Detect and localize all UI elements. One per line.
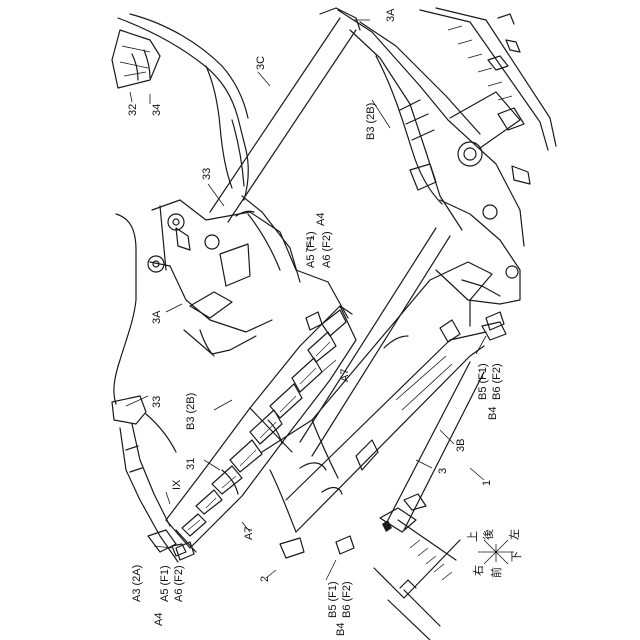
- label-33-mid: 33: [201, 168, 213, 180]
- label-A6F2-left: A6 (F2): [173, 565, 185, 602]
- compass-rear: 後: [481, 529, 495, 540]
- crossbar-3C: [210, 8, 360, 222]
- label-A6F2-mid: A6 (F2): [321, 231, 333, 268]
- label-3B: 3B: [455, 439, 467, 452]
- label-B3-2B-lower: B3 (2B): [185, 393, 197, 430]
- label-3A-top: 3A: [385, 8, 397, 22]
- front-cross-member-3B: [262, 262, 506, 532]
- compass-right: 右: [471, 565, 485, 576]
- label-B6F2-low: B6 (F2): [341, 581, 353, 618]
- label-33-left: 33: [151, 396, 163, 408]
- label-A5F1-left: A5 (F1): [159, 565, 171, 602]
- label-3C: 3C: [255, 56, 267, 70]
- label-34: 34: [151, 104, 163, 116]
- compass-left: 左: [508, 529, 521, 540]
- label-2: 2: [259, 576, 271, 582]
- label-A7-mid: A7: [339, 369, 351, 382]
- direction-compass: [478, 540, 514, 564]
- compass-front: 前: [489, 567, 503, 578]
- label-A5F1-mid: A5 (F1): [305, 231, 317, 268]
- label-B5F1-right: B5 (F1): [477, 363, 489, 400]
- label-B4-right: B4: [487, 407, 499, 420]
- label-A3-2A: A3 (2A): [131, 565, 143, 602]
- label-A7-low: A7: [243, 527, 255, 540]
- label-3A-left: 3A: [151, 310, 163, 324]
- label-B5F1-low: B5 (F1): [327, 581, 339, 618]
- label-31: 31: [185, 458, 197, 470]
- compass-down: 下: [511, 551, 523, 562]
- upper-right-frame: [338, 10, 524, 304]
- left-bracket-cable: [112, 214, 186, 562]
- label-IX: IX: [171, 479, 183, 490]
- label-3: 3: [437, 468, 449, 474]
- label-A4-mid: A4: [315, 213, 327, 226]
- reference-labels: 3A 3C 32 34 B3 (2B) 33 A4 A5 (F1) A6 (F2…: [127, 8, 503, 636]
- compass-up: 上: [466, 531, 479, 542]
- connector-tabs: [176, 312, 504, 560]
- label-1: 1: [481, 480, 493, 486]
- lower-seat-rail: [374, 362, 484, 640]
- label-B3-2B-upper: B3 (2B): [365, 103, 377, 140]
- label-B6F2-right: B6 (F2): [491, 363, 503, 400]
- label-A4-left: A4: [153, 613, 165, 626]
- label-B4-low: B4: [335, 623, 347, 636]
- label-32: 32: [127, 104, 139, 116]
